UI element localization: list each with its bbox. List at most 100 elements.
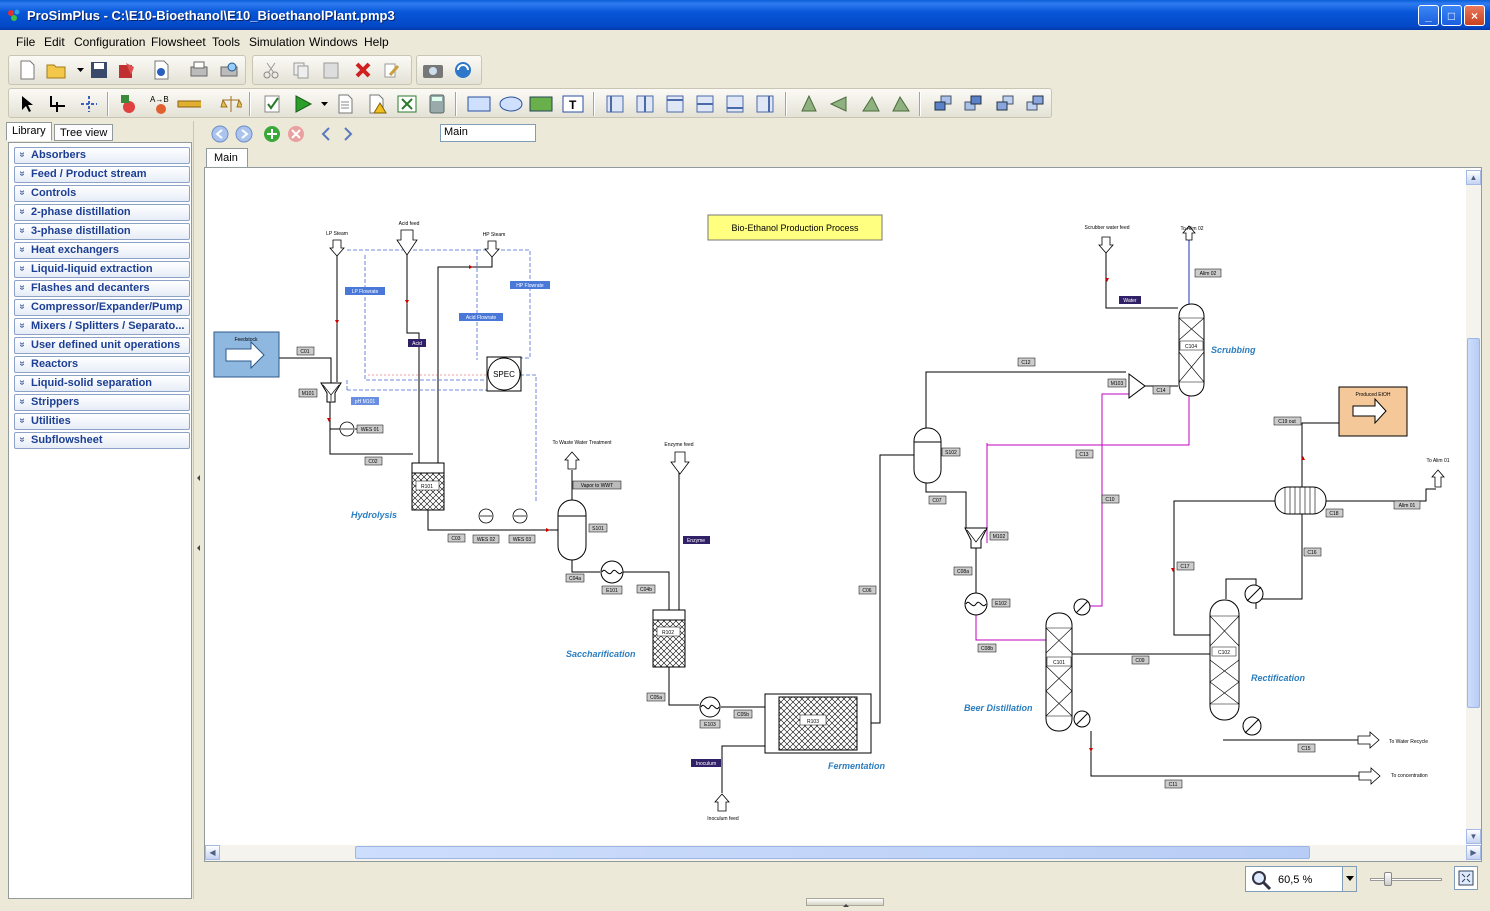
- text-tool-icon[interactable]: T: [561, 92, 585, 116]
- menu-tools[interactable]: Tools: [212, 35, 241, 49]
- rectangle-tool-icon[interactable]: [467, 92, 491, 116]
- scroll-up-icon[interactable]: ▲: [1466, 170, 1481, 185]
- open-dropdown-icon[interactable]: [69, 58, 93, 82]
- menu-help[interactable]: Help: [364, 35, 389, 49]
- send-back-icon[interactable]: [961, 92, 985, 116]
- open-folder-icon[interactable]: [45, 58, 69, 82]
- scroll-left-icon[interactable]: ◀: [205, 845, 220, 860]
- bring-front-icon[interactable]: [931, 92, 955, 116]
- flowsheet-title-box[interactable]: [707, 214, 883, 241]
- tab-library[interactable]: Library: [6, 122, 52, 141]
- category-strippers[interactable]: Strippers: [14, 394, 190, 411]
- align-right-icon[interactable]: [753, 92, 777, 116]
- bottom-panel-handle[interactable]: [806, 898, 884, 907]
- feed-effluent-exchanger[interactable]: [1274, 486, 1327, 515]
- delete-icon[interactable]: [351, 58, 375, 82]
- category-liquid-liquid-extraction[interactable]: Liquid-liquid extraction: [14, 261, 190, 278]
- menu-windows[interactable]: Windows: [309, 35, 358, 49]
- save-icon[interactable]: [87, 58, 111, 82]
- maximize-button[interactable]: □: [1441, 5, 1462, 26]
- scroll-right-icon[interactable]: ▶: [1466, 845, 1481, 860]
- align-center-icon[interactable]: [633, 92, 657, 116]
- category-liquid-solid-separation[interactable]: Liquid-solid separation: [14, 375, 190, 392]
- send-backward-icon[interactable]: [1023, 92, 1047, 116]
- forward-icon[interactable]: [232, 122, 256, 146]
- fit-to-window-button[interactable]: [1454, 866, 1478, 890]
- flash-s102[interactable]: [913, 427, 942, 484]
- rotate-right-icon[interactable]: [889, 92, 913, 116]
- zoom-combo[interactable]: 60,5 %: [1245, 866, 1357, 892]
- close-button[interactable]: ×: [1464, 5, 1485, 26]
- properties-icon[interactable]: [149, 58, 173, 82]
- calculator-icon[interactable]: [425, 92, 449, 116]
- category-3phase-distillation[interactable]: 3-phase distillation: [14, 223, 190, 240]
- print-preview-icon[interactable]: [217, 58, 241, 82]
- back-icon[interactable]: [208, 122, 232, 146]
- zoom-slider[interactable]: [1368, 870, 1444, 888]
- run-dropdown-icon[interactable]: [313, 92, 337, 116]
- menu-simulation[interactable]: Simulation: [249, 35, 306, 49]
- tab-main[interactable]: Main: [206, 148, 248, 168]
- new-file-icon[interactable]: [15, 58, 39, 82]
- category-compressor-expander-pump[interactable]: Compressor/Expander/Pump: [14, 299, 190, 316]
- cut-icon[interactable]: [259, 58, 283, 82]
- category-absorbers[interactable]: Absorbers: [14, 147, 190, 164]
- camera-icon[interactable]: [421, 58, 445, 82]
- tab-tree-view[interactable]: Tree view: [54, 124, 114, 141]
- rotate-left-icon[interactable]: [859, 92, 883, 116]
- remove-subflowsheet-icon[interactable]: [284, 122, 308, 146]
- align-bottom-icon[interactable]: [723, 92, 747, 116]
- align-top-icon[interactable]: [663, 92, 687, 116]
- vertical-scrollbar[interactable]: ▲ ▼: [1466, 170, 1481, 844]
- minimize-button[interactable]: _: [1418, 5, 1439, 26]
- components-icon[interactable]: [117, 92, 141, 116]
- check-icon[interactable]: [261, 92, 285, 116]
- category-feed-product[interactable]: Feed / Product stream: [14, 166, 190, 183]
- align-middle-icon[interactable]: [693, 92, 717, 116]
- warnings-icon[interactable]: [365, 92, 389, 116]
- menu-flowsheet[interactable]: Flowsheet: [151, 35, 206, 49]
- edit-icon[interactable]: [379, 58, 403, 82]
- run-simulation-icon[interactable]: [291, 92, 315, 116]
- reactions-icon[interactable]: A→B: [149, 92, 173, 116]
- category-flashes-decanters[interactable]: Flashes and decanters: [14, 280, 190, 297]
- category-heat-exchangers[interactable]: Heat exchangers: [14, 242, 190, 259]
- balance-icon[interactable]: [219, 92, 243, 116]
- menu-file[interactable]: File: [16, 35, 36, 49]
- image-tool-icon[interactable]: [529, 92, 553, 116]
- mixer-m101[interactable]: [320, 382, 342, 403]
- category-reactors[interactable]: Reactors: [14, 356, 190, 373]
- refresh-icon[interactable]: [451, 58, 475, 82]
- category-utilities[interactable]: Utilities: [14, 413, 190, 430]
- copy-icon[interactable]: [289, 58, 313, 82]
- report-icon[interactable]: [333, 92, 357, 116]
- category-controls[interactable]: Controls: [14, 185, 190, 202]
- zoom-dropdown-icon[interactable]: [1342, 867, 1356, 891]
- category-mixers-splitters[interactable]: Mixers / Splitters / Separato...: [14, 318, 190, 335]
- category-2phase-distillation[interactable]: 2-phase distillation: [14, 204, 190, 221]
- stream-connector-icon[interactable]: [47, 92, 71, 116]
- info-stream-icon[interactable]: [77, 92, 101, 116]
- mixer-m103[interactable]: [1128, 373, 1146, 399]
- horizontal-scrollbar[interactable]: ◀ ▶: [205, 845, 1481, 861]
- previous-icon[interactable]: [314, 122, 338, 146]
- category-user-defined[interactable]: User defined unit operations: [14, 337, 190, 354]
- align-left-icon[interactable]: [603, 92, 627, 116]
- menu-edit[interactable]: Edit: [44, 35, 65, 49]
- save-as-icon[interactable]: [115, 58, 139, 82]
- bring-forward-icon[interactable]: [993, 92, 1017, 116]
- flip-vertical-icon[interactable]: [797, 92, 821, 116]
- vertical-scroll-thumb[interactable]: [1467, 338, 1480, 708]
- scroll-down-icon[interactable]: ▼: [1466, 829, 1481, 844]
- add-subflowsheet-icon[interactable]: [260, 122, 284, 146]
- flash-s101[interactable]: [557, 499, 587, 561]
- excel-icon[interactable]: [395, 92, 419, 116]
- column-c102[interactable]: [1209, 599, 1240, 721]
- next-icon[interactable]: [336, 122, 360, 146]
- flowsheet-name-field[interactable]: Main: [440, 124, 536, 142]
- ellipse-tool-icon[interactable]: [499, 92, 523, 116]
- horizontal-scroll-thumb[interactable]: [355, 846, 1310, 859]
- pointer-icon[interactable]: [15, 92, 39, 116]
- flowsheet-canvas[interactable]: Bio-Ethanol Production Process: [204, 167, 1482, 862]
- mixer-m102[interactable]: [964, 527, 988, 549]
